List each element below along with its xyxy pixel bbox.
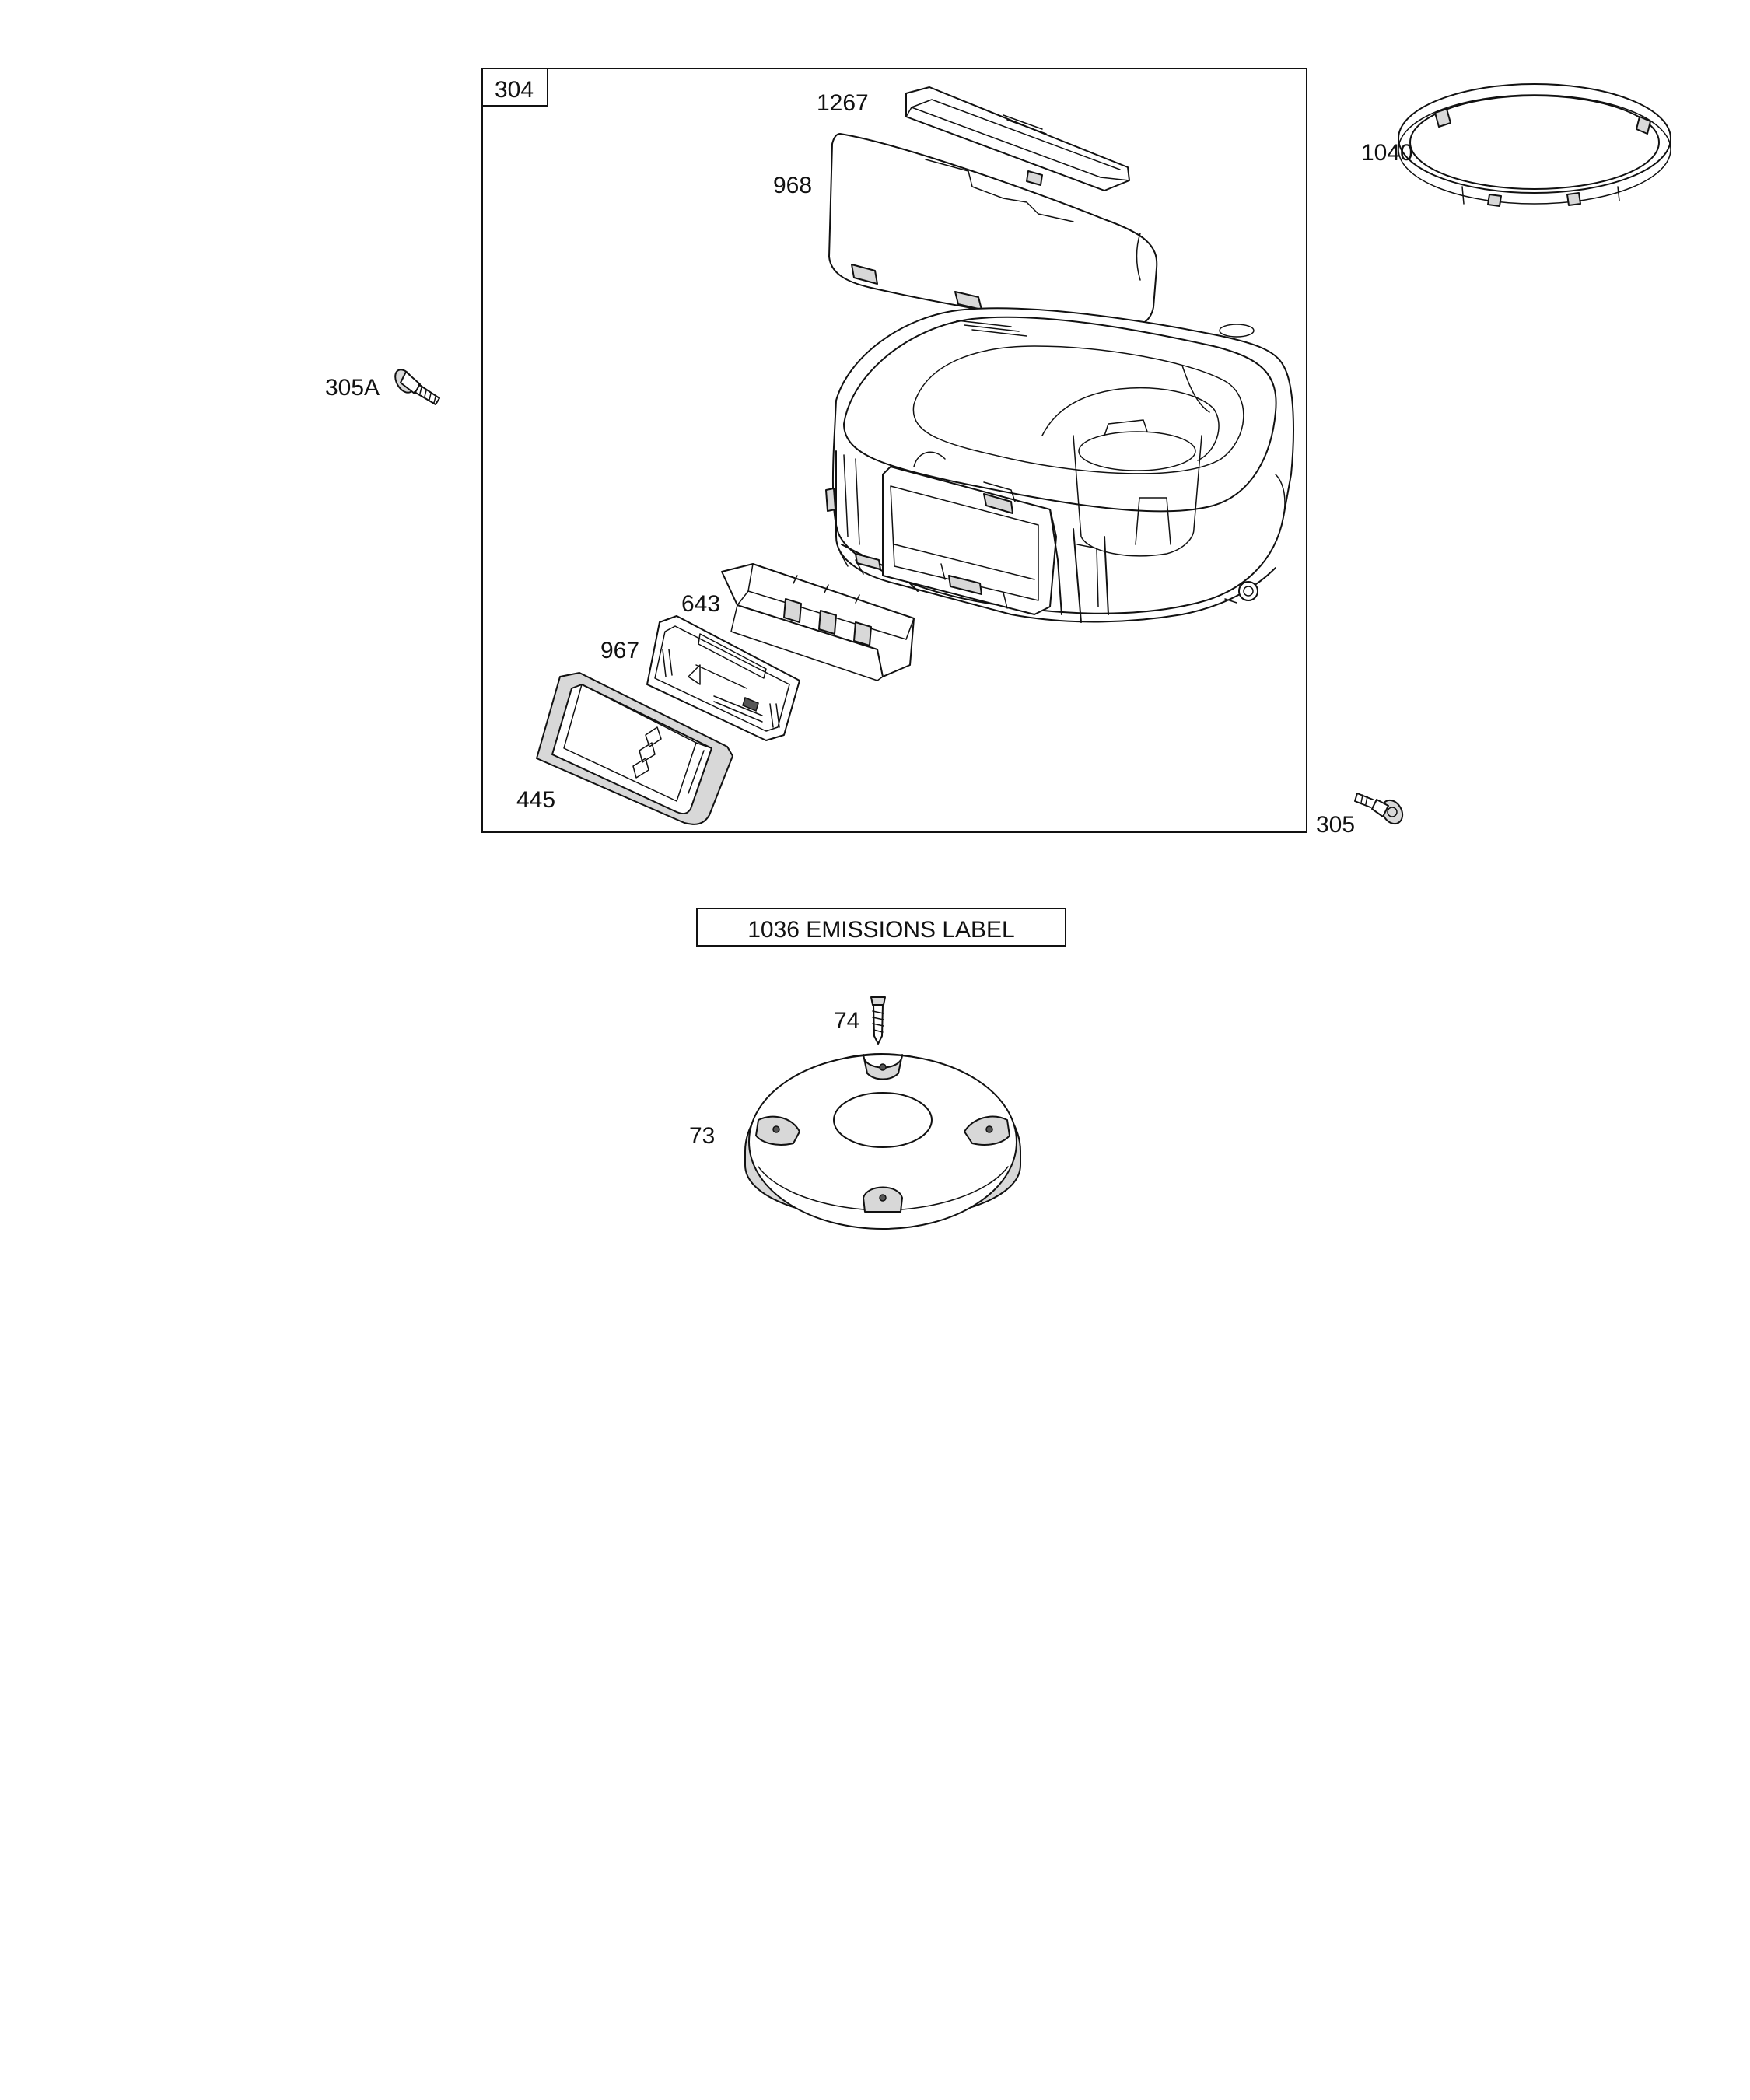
part-643-filter-insert [721,563,915,681]
label-1040: 1040 [1361,140,1413,166]
label-304: 304 [495,77,534,103]
label-73: 73 [689,1123,715,1149]
part-73-base-plate [744,1053,1021,1230]
part-445-pre-filter [536,672,733,825]
part-1267-filter-lid [905,86,1130,191]
emissions-label-text: 1036 EMISSIONS LABEL [747,917,1015,943]
label-967: 967 [600,638,639,663]
label-643: 643 [681,591,720,617]
label-968: 968 [773,173,812,198]
label-74: 74 [834,1008,859,1034]
part-74-screw [870,996,886,1045]
assembly-tag-box [481,68,548,107]
label-445: 445 [516,787,555,813]
part-305A-screw [394,369,440,405]
part-1040-ring-gasket [1398,83,1671,207]
label-305A: 305A [325,375,380,401]
emissions-label-box [696,908,1066,947]
part-305-screw [1354,793,1404,825]
assembly-frame-304 [481,68,1307,833]
label-305: 305 [1316,812,1355,838]
part-967-filter-element [646,615,800,741]
label-1267: 1267 [817,90,869,116]
part-air-filter-base [825,307,1294,623]
